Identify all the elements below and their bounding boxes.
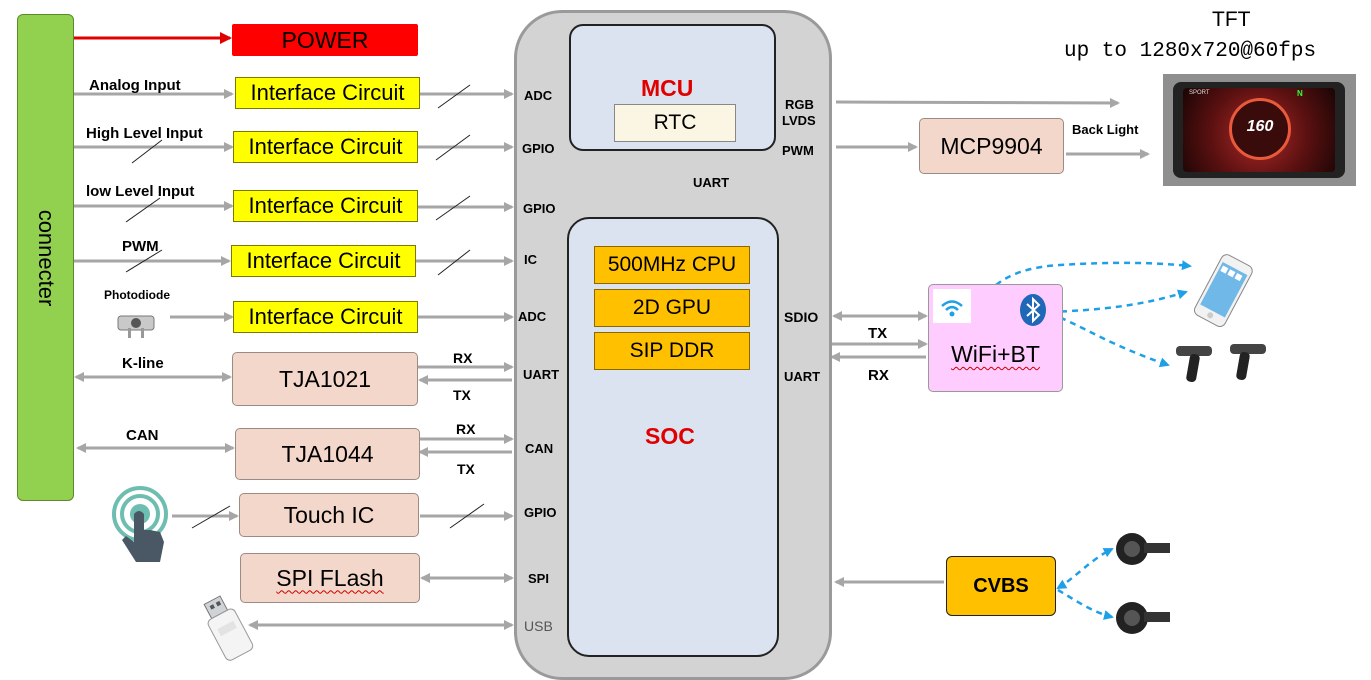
interface-circuit-analog: Interface Circuit [235, 77, 420, 109]
pin-gpio-2: GPIO [523, 201, 556, 216]
tja1021-block: TJA1021 [232, 352, 418, 406]
backlight-label: Back Light [1072, 122, 1139, 137]
cvbs-block: CVBS [946, 556, 1056, 616]
tft-display: 160 SPORT N [1163, 74, 1356, 186]
dashboard-gear: N [1297, 89, 1303, 98]
rtc-block: RTC [614, 104, 736, 142]
pin-rgb: RGB [785, 97, 814, 112]
smartphone-icon [1186, 252, 1258, 330]
signal-label-photodiode: Photodiode [104, 288, 170, 302]
usb-stick-icon [200, 592, 256, 664]
connector-label: connecter [33, 209, 59, 306]
photodiode-icon [114, 306, 158, 340]
spi-flash-label: SPI FLash [276, 564, 384, 591]
interface-circuit-low-level: Interface Circuit [233, 190, 418, 222]
mcp9904-block: MCP9904 [919, 118, 1064, 174]
camera-icon-2 [1112, 596, 1172, 640]
tja1044-tx-label: TX [457, 461, 475, 477]
wifi-bt-text: WiFi+BT [951, 341, 1040, 367]
dashboard-mode: SPORT [1189, 90, 1210, 96]
pin-gpio-3: GPIO [524, 505, 557, 520]
bluetooth-icon [1019, 293, 1047, 327]
wifi-bt-module: WiFi+BT [928, 284, 1063, 392]
connector-bar: connecter [17, 14, 74, 501]
pin-spi: SPI [528, 571, 549, 586]
signal-label-high-level: High Level Input [86, 125, 203, 142]
pin-uart-left: UART [523, 367, 560, 382]
pin-adc-1: ADC [524, 88, 553, 103]
interface-circuit-high-level: Interface Circuit [233, 131, 418, 163]
touch-ic-block: Touch IC [239, 493, 419, 537]
pin-pwm: PWM [782, 143, 814, 158]
signal-label-can: CAN [126, 427, 159, 444]
mcu-soc-uart-label: UART [693, 175, 730, 190]
dashboard-speed: 160 [1246, 118, 1274, 135]
power-block: POWER [232, 24, 418, 56]
gpu-core: 2D GPU [594, 289, 750, 327]
cpu-core: 500MHz CPU [594, 246, 750, 284]
tja1044-block: TJA1044 [235, 428, 420, 480]
wifi-bt-label: WiFi+BT [929, 341, 1062, 368]
touch-icon [110, 484, 172, 568]
pin-sdio: SDIO [784, 309, 819, 325]
interface-circuit-pwm: Interface Circuit [231, 245, 416, 277]
tja1044-rx-label: RX [456, 421, 476, 437]
soc-title: SOC [645, 423, 695, 449]
signal-label-low-level: low Level Input [86, 183, 195, 200]
tft-title: TFT [1212, 8, 1251, 31]
spi-flash-block: SPI FLash [240, 553, 420, 603]
wifi-tx-label: TX [868, 325, 888, 342]
signal-label-analog: Analog Input [89, 77, 181, 94]
pin-lvds: LVDS [782, 113, 816, 128]
pin-gpio-1: GPIO [522, 141, 555, 156]
pin-usb: USB [524, 618, 553, 634]
mcu-title: MCU [641, 75, 694, 101]
wifi-icon [933, 289, 971, 323]
tpms-sensors-icon [1172, 338, 1272, 388]
pin-adc-2: ADC [518, 309, 547, 324]
dashboard-screen: 160 SPORT N [1183, 88, 1335, 172]
signal-label-pwm: PWM [122, 238, 159, 255]
interface-circuit-photodiode: Interface Circuit [233, 301, 418, 333]
ddr-core: SIP DDR [594, 332, 750, 370]
tja1021-tx-label: TX [453, 387, 471, 403]
tja1021-rx-label: RX [453, 350, 473, 366]
tft-subtitle: up to 1280x720@60fps [1064, 40, 1317, 63]
pin-uart-right: UART [784, 369, 821, 384]
pin-can: CAN [525, 441, 554, 456]
wifi-rx-label: RX [868, 367, 889, 384]
camera-icon-1 [1112, 527, 1172, 571]
signal-label-kline: K-line [122, 355, 164, 372]
pin-ic: IC [524, 252, 537, 267]
